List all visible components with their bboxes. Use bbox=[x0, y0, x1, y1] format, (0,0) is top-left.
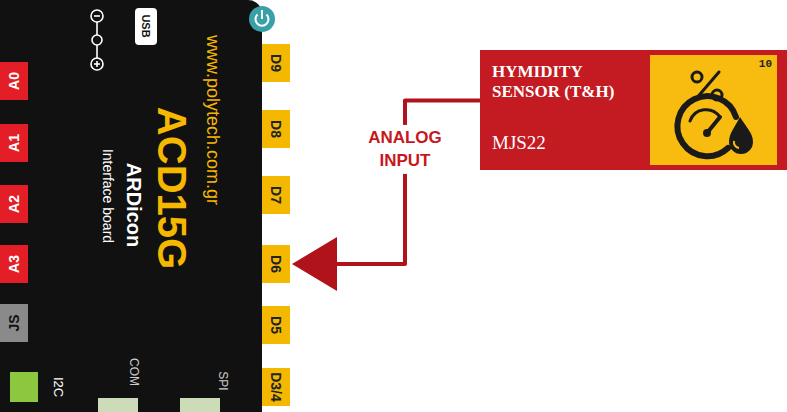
polarity-symbol bbox=[91, 10, 103, 70]
module-number: 10 bbox=[759, 58, 772, 71]
digital-pin: D3/4 bbox=[262, 368, 290, 406]
com-connector bbox=[98, 398, 138, 412]
pin-label: D8 bbox=[268, 120, 284, 138]
power-button bbox=[249, 6, 275, 32]
spi-connector bbox=[180, 398, 220, 412]
port-label: SPI bbox=[215, 371, 228, 390]
board-name: ARDicon bbox=[122, 163, 145, 247]
joystick-port: JS bbox=[0, 304, 28, 342]
analog-pin: A2 bbox=[0, 185, 28, 223]
board-model: ACD15G bbox=[149, 107, 195, 269]
digital-pin: D5 bbox=[262, 306, 290, 344]
pin-label: D9 bbox=[268, 54, 284, 72]
pin-label: D6 bbox=[268, 255, 284, 273]
analog-pin: A0 bbox=[0, 62, 28, 100]
board-body bbox=[0, 0, 262, 412]
sensor-module: 10 HYMIDITY SENSOR (T&H) MJS22 bbox=[480, 50, 787, 170]
signal-label: ANALOG INPUT bbox=[356, 125, 454, 173]
pin-label: JS bbox=[6, 314, 22, 331]
digital-pin: D7 bbox=[262, 176, 290, 214]
board-url: www.polytech.com.gr bbox=[203, 35, 224, 205]
usb-logo bbox=[135, 8, 157, 45]
board-subtitle: Interface board bbox=[100, 149, 116, 243]
pin-label: A0 bbox=[6, 72, 22, 90]
analog-pin: A1 bbox=[0, 124, 28, 162]
digital-pin: D8 bbox=[262, 110, 290, 148]
digital-pin: D6 bbox=[262, 245, 290, 283]
pin-label: A3 bbox=[6, 255, 22, 273]
pin-label: D7 bbox=[268, 186, 284, 204]
i2c-connector bbox=[10, 372, 38, 402]
pin-label: A1 bbox=[6, 134, 22, 152]
arrow-head bbox=[292, 237, 337, 291]
sensor-code: MJS22 bbox=[492, 132, 546, 154]
pin-label: A2 bbox=[6, 195, 22, 213]
wire-path bbox=[335, 100, 480, 264]
usb-label: USB bbox=[140, 14, 152, 37]
pin-label: D3/4 bbox=[268, 372, 284, 402]
port-label: COM bbox=[126, 358, 139, 386]
analog-pin: A3 bbox=[0, 245, 28, 283]
sensor-name: HYMIDITY SENSOR (T&H) bbox=[492, 62, 642, 101]
sensor-icon: 10 bbox=[650, 55, 777, 165]
port-label: I2C bbox=[51, 377, 65, 397]
digital-pin: D9 bbox=[262, 44, 290, 82]
pin-label: D5 bbox=[268, 316, 284, 334]
interface-board: A0A1A2A3JSD9D8D7D6D5D3/4www.polytech.com… bbox=[0, 0, 262, 412]
signal-wire bbox=[292, 100, 480, 291]
humidity-icon bbox=[650, 55, 777, 165]
